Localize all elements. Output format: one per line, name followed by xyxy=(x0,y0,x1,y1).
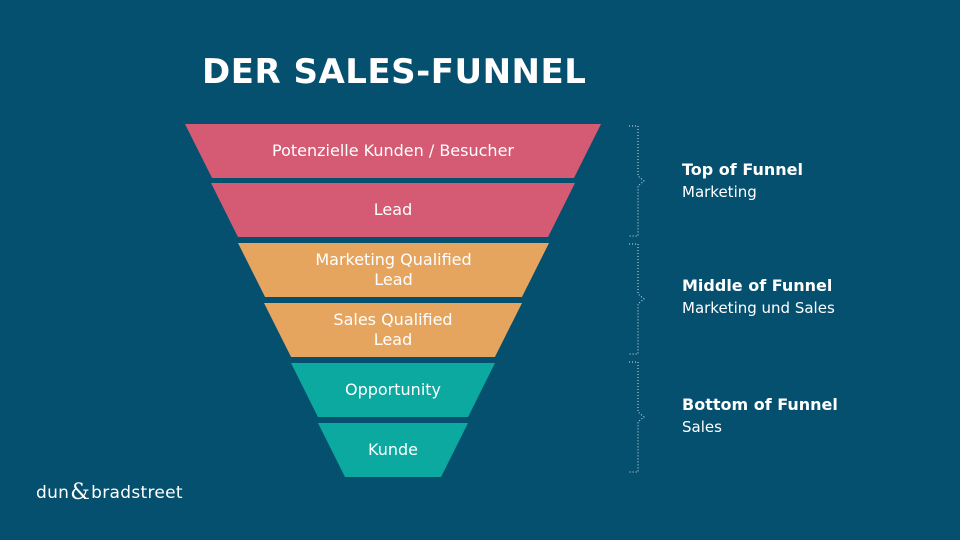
funnel-stage-opportunity: Opportunity xyxy=(291,363,495,417)
group-bottom-of-funnel: Bottom of Funnel Sales xyxy=(682,394,838,438)
ampersand-icon: & xyxy=(70,480,91,505)
group-heading: Bottom of Funnel xyxy=(682,395,838,414)
funnel-stage-mql: Marketing Qualified Lead xyxy=(238,243,549,297)
group-subtitle: Sales xyxy=(682,418,722,436)
logo-text-left: dun xyxy=(36,482,70,503)
group-top-of-funnel: Top of Funnel Marketing xyxy=(682,159,803,203)
funnel-stage-sql: Sales Qualified Lead xyxy=(264,303,522,357)
page-title: DER SALES-FUNNEL xyxy=(202,52,587,92)
funnel-stage-lead: Lead xyxy=(211,183,575,237)
group-heading: Top of Funnel xyxy=(682,160,803,179)
funnel-stage-label: Opportunity xyxy=(344,380,441,399)
bracket-bottom-icon xyxy=(629,361,645,473)
group-heading: Middle of Funnel xyxy=(682,276,833,295)
group-subtitle: Marketing und Sales xyxy=(682,299,835,317)
bracket-top-icon xyxy=(629,125,645,237)
funnel-stage-customer: Kunde xyxy=(318,423,468,477)
group-middle-of-funnel: Middle of Funnel Marketing und Sales xyxy=(682,275,835,319)
funnel-stage-visitors: Potenzielle Kunden / Besucher xyxy=(185,124,601,178)
funnel-stage-label: Sales Qualified Lead xyxy=(333,310,453,349)
bracket-middle-icon xyxy=(629,243,645,355)
group-subtitle: Marketing xyxy=(682,183,757,201)
logo-text-right: bradstreet xyxy=(91,482,183,503)
funnel-stage-label: Kunde xyxy=(368,440,418,459)
funnel-stage-label: Marketing Qualified Lead xyxy=(315,250,472,289)
funnel-stage-label: Lead xyxy=(373,200,413,219)
funnel-stage-label: Potenzielle Kunden / Besucher xyxy=(272,141,514,160)
company-logo: dun & bradstreet xyxy=(36,480,183,505)
